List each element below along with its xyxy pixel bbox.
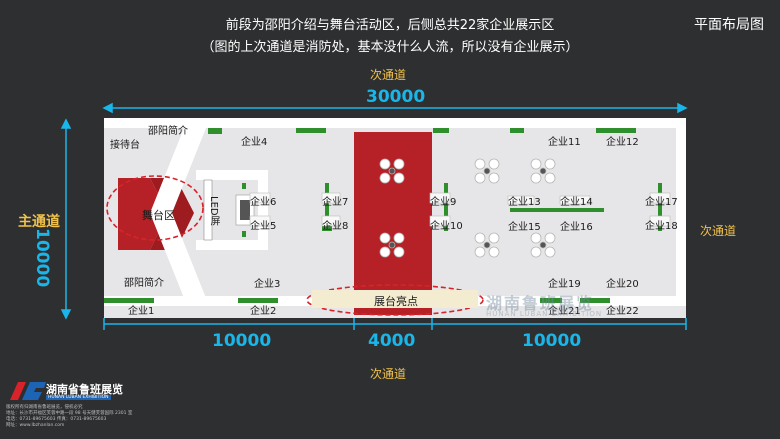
dimension-seg-left: 10000 [212,331,272,351]
footer-logo-en: HUNAN LUBAN EXHIBITION [46,395,111,400]
booth-label: 企业7 [322,197,349,208]
booth-label: 企业3 [254,279,281,290]
stage-highlight-label: 展台亮点 [374,295,418,308]
aisle-right-label: 次通道 [700,224,737,238]
reception-label: 接待台 [110,140,140,151]
dimension-seg-right: 10000 [522,331,582,351]
booth-label: 企业10 [430,221,463,232]
booth-label: 企业17 [645,197,678,208]
stage-area-label: 舞台区 [142,209,175,222]
page-title: 平面布局图 [694,17,764,33]
booth-label: 企业20 [606,279,639,290]
watermark-en: HUNAN LUBAN EXHIBITION [486,310,603,318]
booth-label: 企业21 [548,306,581,317]
booth-label: 企业13 [508,197,541,208]
aisle-bottom-label: 次通道 [370,367,407,381]
footer-address: 地址：长沙市开福区芙蓉中路一段 98 号天健芙蓉国际 2301 室 [6,411,133,416]
booth-label: 企业6 [250,197,277,208]
footer-phone: 电话：0731-89675603 传真：0731-89675603 [6,417,107,422]
booth-label: 企业5 [250,221,277,232]
dimension-total-width: 30000 [366,87,426,107]
booth-label: 企业14 [560,197,593,208]
booth-label: 企业8 [322,221,349,232]
watermark-cn: 湖南鲁班展览 [486,294,595,313]
booth-label: 企业16 [560,222,593,233]
booth-label: 企业11 [548,137,581,148]
booth-label: 企业2 [250,306,277,317]
header-line-1: 前段为邵阳介绍与舞台活动区，后侧总共22家企业展示区 [225,18,555,33]
aisle-left-label: 主通道 [18,214,60,230]
booth-label: 企业18 [645,221,678,232]
booth-label: 企业4 [241,137,268,148]
booth-label: 企业15 [508,222,541,233]
booth-label: 企业22 [606,306,639,317]
booth-label: 企业9 [430,197,457,208]
shaoyang-intro-bottom-label: 邵阳简介 [124,278,164,289]
booth-label: 企业19 [548,279,581,290]
dimension-lines [60,102,688,330]
footer-logo-cn: 湖南省鲁班展览 [46,383,123,396]
led-screen-label: LED屏 [208,196,219,226]
company-logo-icon [10,382,46,400]
dimension-seg-mid: 4000 [368,331,416,351]
footer-web: 网址：www.lbzhanlan.com [6,423,65,428]
booth-label: 企业12 [606,137,639,148]
header-line-2: （图的上次通道是消防处，基本没什么人流，所以没有企业展示） [201,40,579,55]
aisle-top-label: 次通道 [370,68,407,82]
footer-copyright: 版权所有归湖南省鲁班展览，侵权必究 [6,405,83,410]
shaoyang-intro-top-label: 邵阳简介 [148,126,188,137]
booth-label: 企业1 [128,306,155,317]
